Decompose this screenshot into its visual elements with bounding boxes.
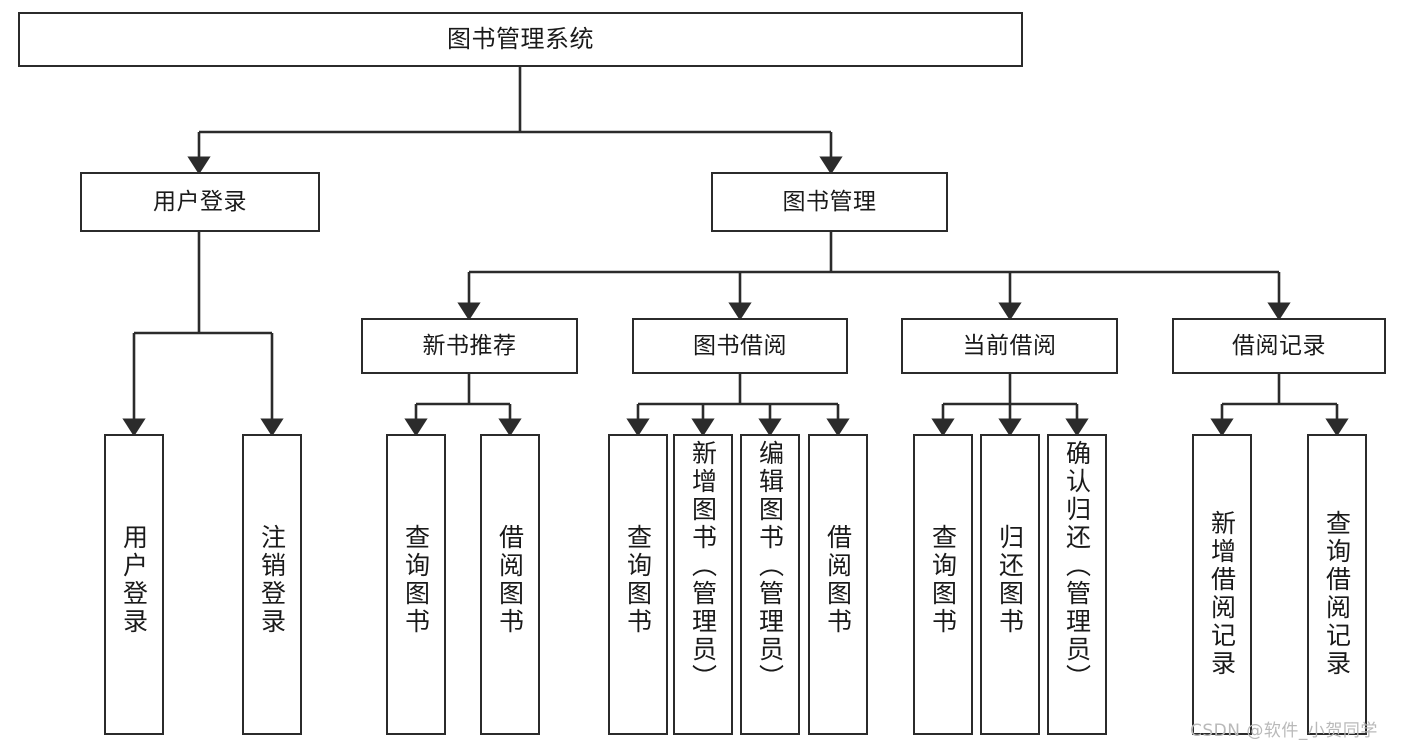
leaf-logout-login[interactable]: 注销登录	[242, 434, 302, 735]
leaf-query-book-current[interactable]: 查询图书	[913, 434, 973, 735]
node-borrow-record[interactable]: 借阅记录	[1172, 318, 1386, 374]
node-current-borrow[interactable]: 当前借阅	[901, 318, 1118, 374]
leaf-return-book[interactable]: 归还图书	[980, 434, 1040, 735]
node-label: 归还图书	[995, 524, 1025, 636]
node-label: 借阅图书	[823, 524, 853, 636]
leaf-confirm-return-admin[interactable]: 确认归还（管理员）	[1047, 434, 1107, 735]
node-label: 确认归还（管理员）	[1062, 440, 1092, 692]
leaf-borrow-book[interactable]: 借阅图书	[808, 434, 868, 735]
node-label: 新书推荐	[422, 332, 517, 359]
leaf-query-book-borrow[interactable]: 查询图书	[608, 434, 668, 735]
node-label: 借阅记录	[1232, 332, 1326, 359]
node-label: 图书管理系统	[447, 24, 594, 53]
node-book-borrow[interactable]: 图书借阅	[632, 318, 848, 374]
node-label: 编辑图书（管理员）	[755, 440, 785, 692]
node-label: 查询图书	[623, 524, 653, 636]
leaf-query-book-recommend[interactable]: 查询图书	[386, 434, 446, 735]
node-label: 图书管理	[782, 188, 877, 215]
leaf-add-book-admin[interactable]: 新增图书（管理员）	[673, 434, 733, 735]
node-new-book-recommend[interactable]: 新书推荐	[361, 318, 578, 374]
leaf-add-borrow-record[interactable]: 新增借阅记录	[1192, 434, 1252, 735]
node-root-system[interactable]: 图书管理系统	[18, 12, 1023, 67]
node-label: 查询借阅记录	[1322, 510, 1352, 678]
node-label: 新增借阅记录	[1207, 510, 1237, 678]
leaf-edit-book-admin[interactable]: 编辑图书（管理员）	[740, 434, 800, 735]
node-label: 用户登录	[153, 188, 247, 215]
leaf-user-login[interactable]: 用户登录	[104, 434, 164, 735]
node-label: 查询图书	[401, 524, 431, 636]
node-label: 用户登录	[119, 524, 149, 636]
node-label: 图书借阅	[693, 332, 787, 359]
node-label: 查询图书	[928, 524, 958, 636]
node-label: 新增图书（管理员）	[688, 440, 718, 692]
watermark-csdn: CSDN @软件_小贺同学	[1190, 721, 1378, 741]
node-label: 借阅图书	[495, 524, 525, 636]
node-label: 注销登录	[257, 524, 287, 636]
leaf-query-borrow-record[interactable]: 查询借阅记录	[1307, 434, 1367, 735]
node-label: 当前借阅	[962, 332, 1057, 359]
leaf-borrow-book-recommend[interactable]: 借阅图书	[480, 434, 540, 735]
node-book-management[interactable]: 图书管理	[711, 172, 948, 232]
node-user-login[interactable]: 用户登录	[80, 172, 320, 232]
